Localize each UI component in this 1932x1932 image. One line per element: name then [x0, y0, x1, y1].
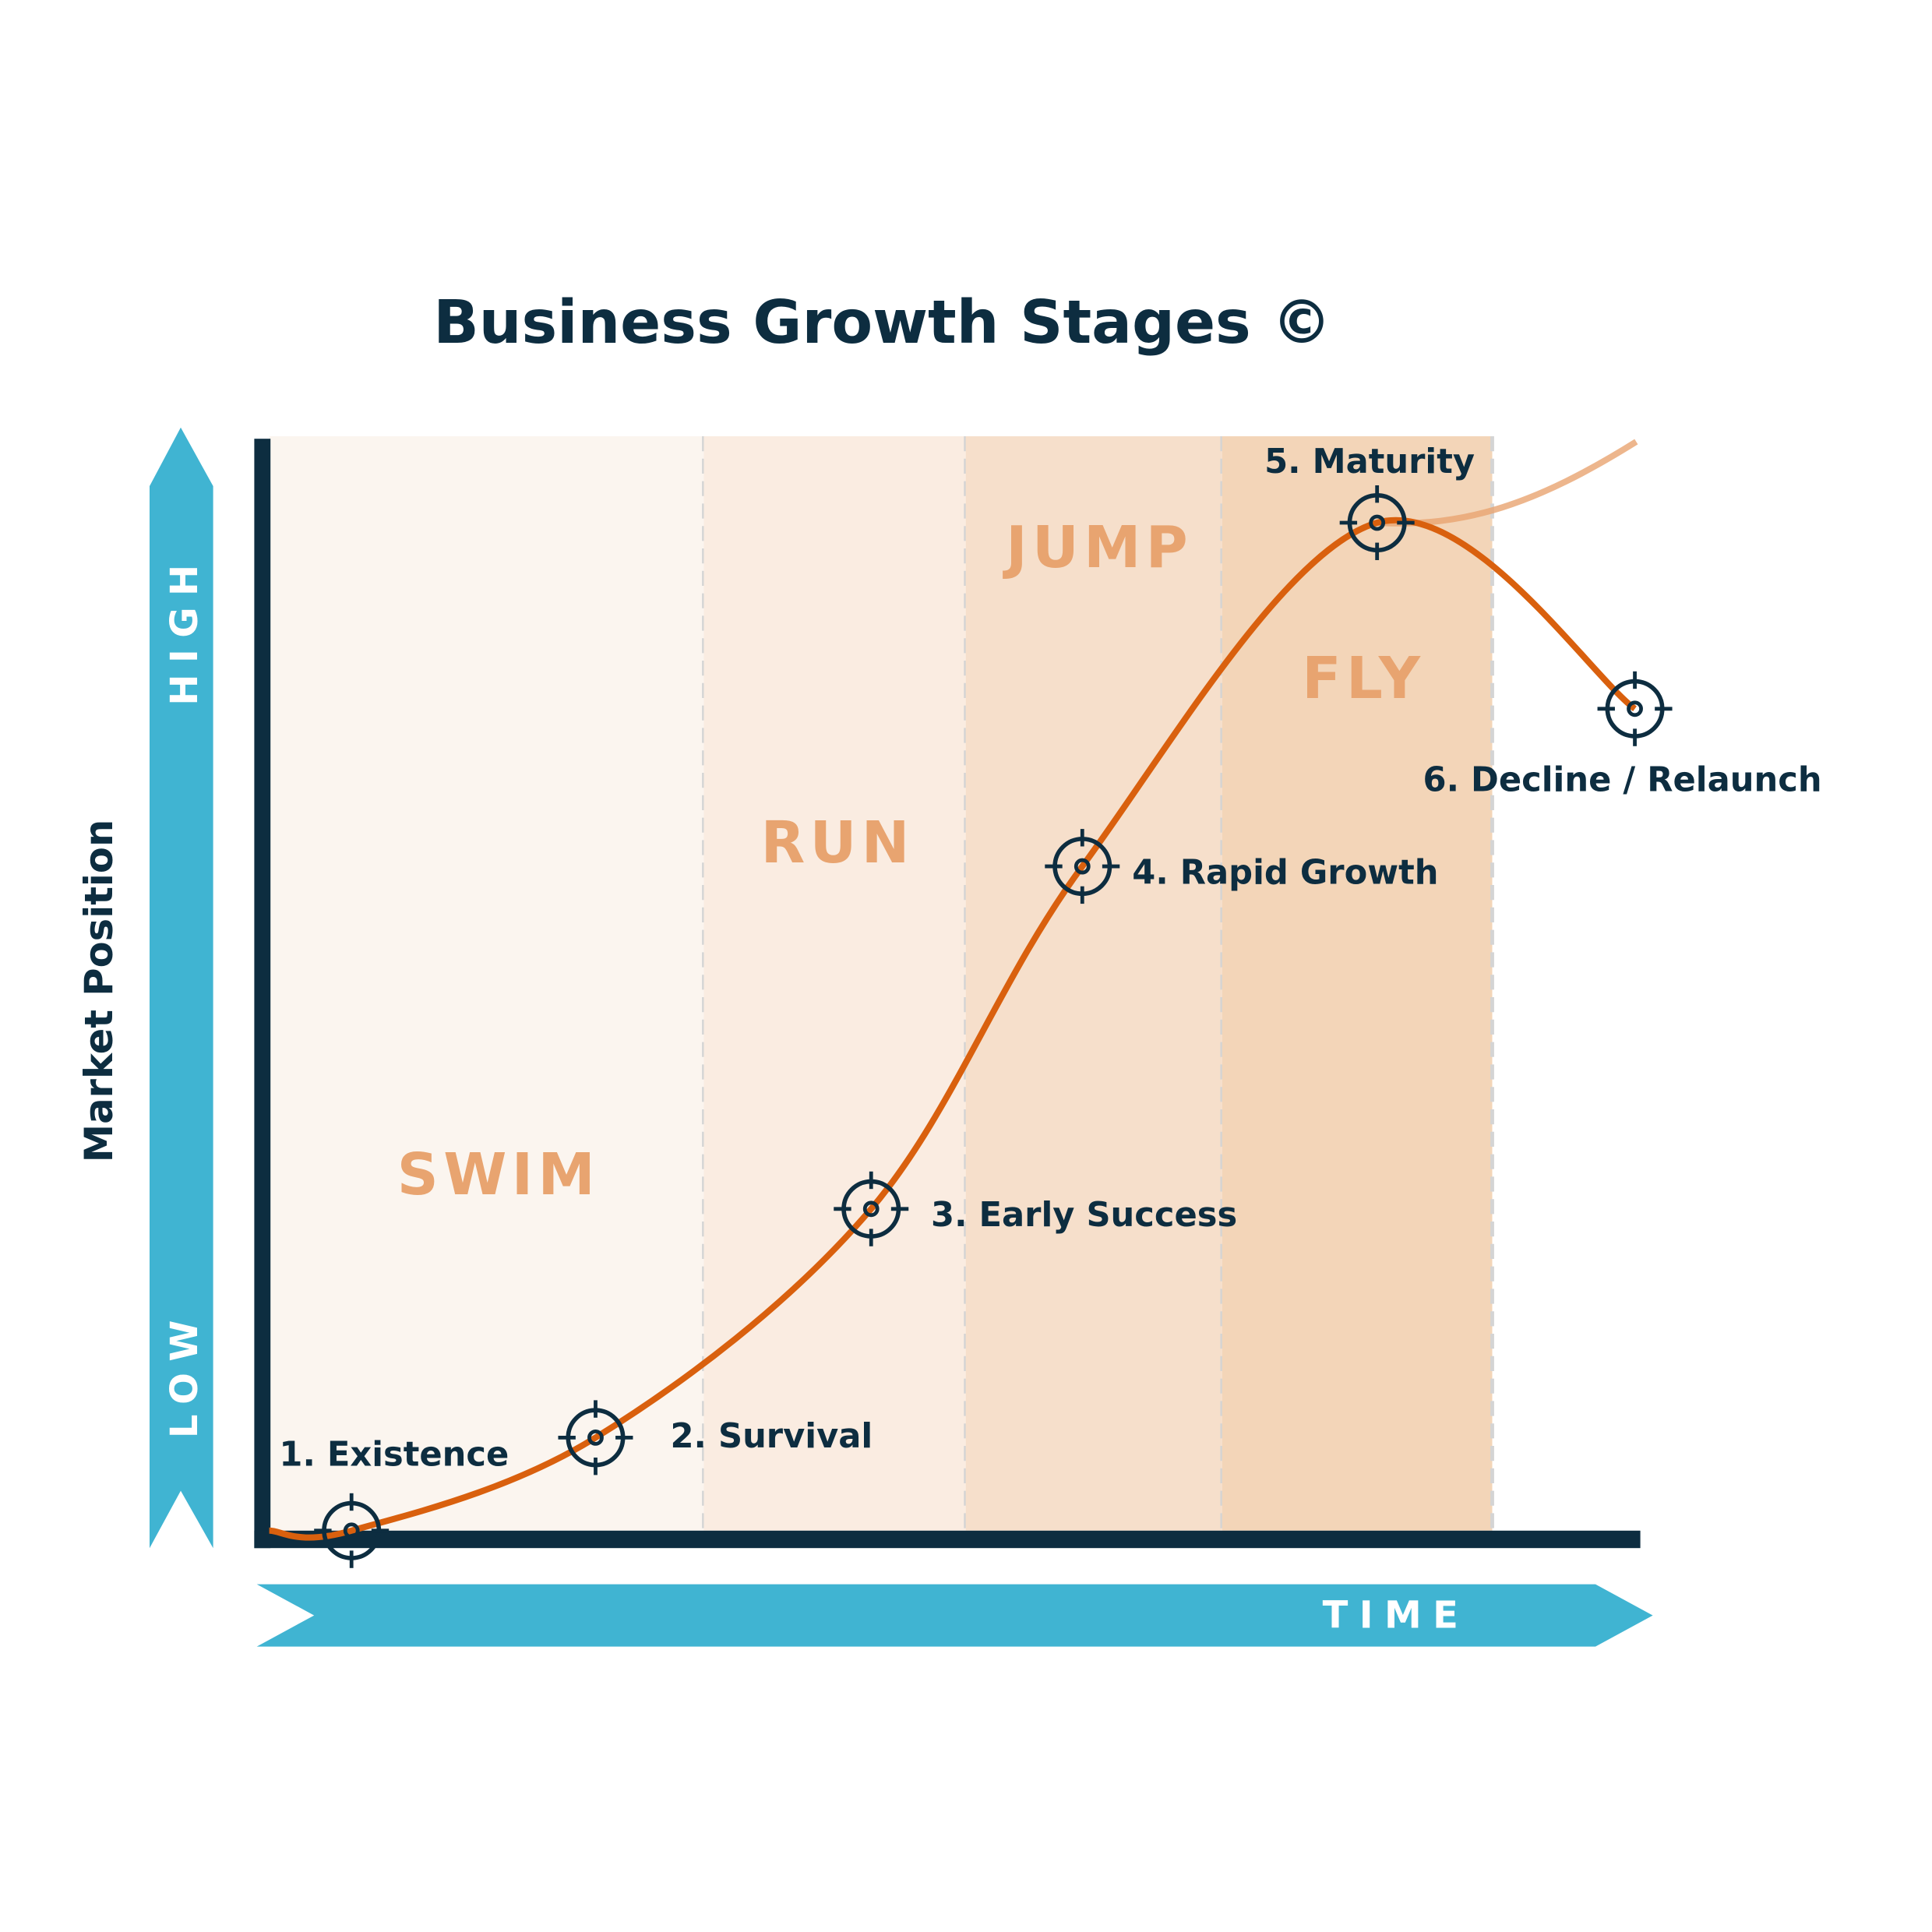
band-label-swim: SWIM: [397, 1142, 600, 1208]
target-center: [862, 1200, 880, 1218]
x-axis-arrow: [256, 1584, 1653, 1647]
stage-label-6: 6. Decline / Relaunch: [1423, 760, 1822, 799]
stage-marker-6: [1597, 671, 1673, 746]
target-center: [343, 1522, 360, 1539]
stage-bands: SWIM RUN JUMP FLY: [269, 436, 1494, 1531]
stage-label-4: 4. Rapid Growth: [1132, 853, 1438, 892]
target-center: [1627, 700, 1643, 717]
target-center: [1074, 858, 1091, 875]
band-fly: [1222, 436, 1493, 1531]
stage-label-2: 2. Survival: [670, 1417, 873, 1456]
band-swim: [269, 436, 704, 1531]
y-axis-title: Market Position: [76, 820, 122, 1163]
band-label-jump: JUMP: [1002, 515, 1193, 581]
stage-markers: 1. Existence 2. Survival 3. Early Success 4…: [279, 442, 1822, 1568]
target-center: [587, 1429, 604, 1446]
chart-title: Business Growth Stages ©: [433, 288, 1331, 358]
stage-marker-3: [834, 1171, 909, 1246]
y-axis-arrow: [150, 427, 213, 1549]
y-axis-line: [254, 439, 271, 1549]
y-low-label: LOW: [163, 1309, 206, 1438]
stage-marker-5: [1339, 485, 1415, 560]
stage-marker-2: [558, 1400, 633, 1475]
stage-label-5: 5. Maturity: [1264, 442, 1475, 481]
stage-marker-1: [314, 1493, 390, 1568]
band-run: [703, 436, 966, 1531]
band-label-run: RUN: [761, 810, 915, 876]
stage-label-1: 1. Existence: [279, 1436, 509, 1475]
stage-marker-4: [1045, 829, 1120, 904]
x-axis-line: [254, 1530, 1641, 1549]
band-label-fly: FLY: [1302, 646, 1425, 712]
y-high-label: HIGH: [163, 553, 206, 705]
band-jump: [965, 436, 1222, 1531]
target-center: [1369, 514, 1386, 531]
growth-curve: [269, 516, 1637, 1541]
stage-label-3: 3. Early Success: [931, 1196, 1237, 1235]
x-axis-title: TIME: [1323, 1594, 1470, 1638]
